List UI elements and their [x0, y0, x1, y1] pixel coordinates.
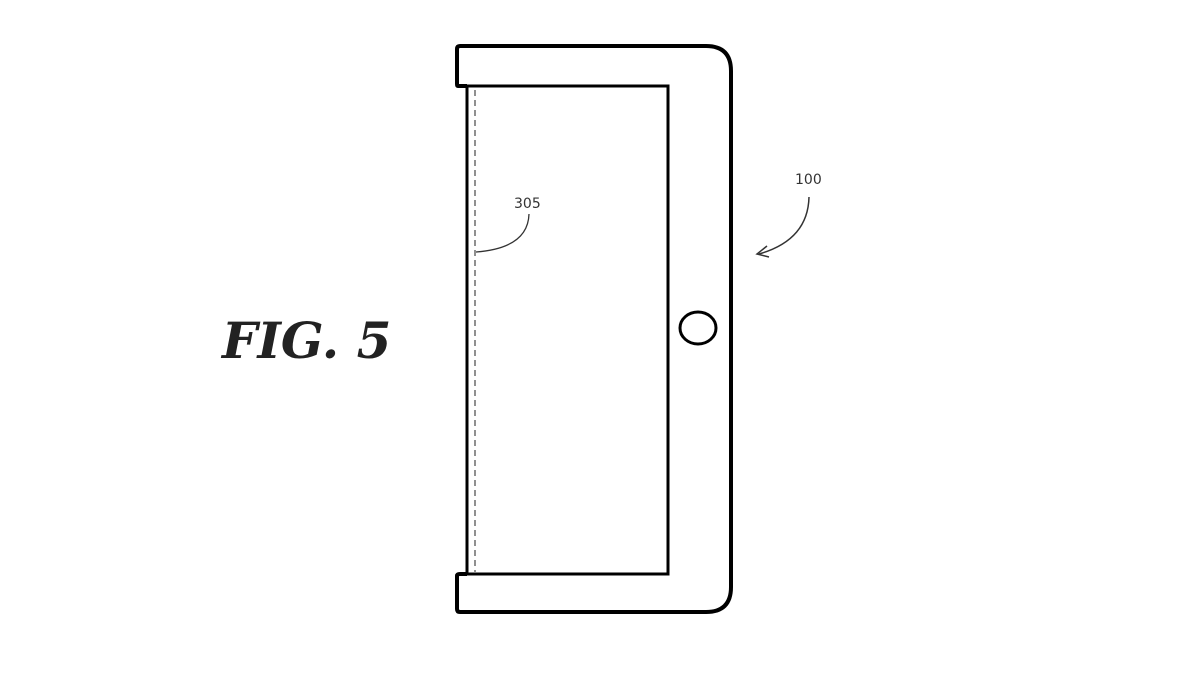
ref-100-label: 100 — [795, 172, 822, 188]
home-button — [678, 310, 718, 346]
arrowhead-icon — [755, 245, 770, 258]
ref-305-label: 305 — [514, 196, 541, 212]
ref-100-arrow — [758, 196, 810, 255]
ref-305-leader — [475, 213, 530, 253]
figure-label: FIG. 5 — [220, 311, 391, 370]
device-outline — [455, 44, 733, 614]
display-screen — [465, 84, 670, 576]
